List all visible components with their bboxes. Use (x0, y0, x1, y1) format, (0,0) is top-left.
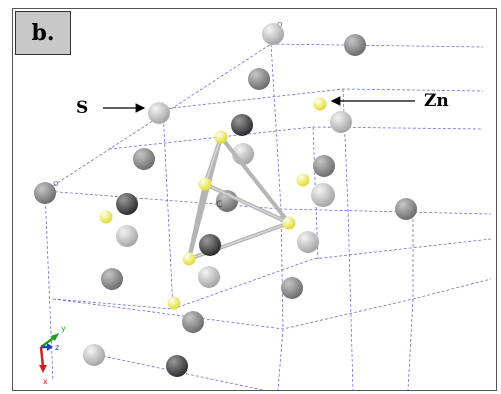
axis-label-x: x (43, 377, 48, 386)
zinc-atom (214, 130, 228, 144)
cell-edge (52, 278, 492, 330)
sulfur-atom (148, 102, 170, 124)
sulfur-atom (313, 155, 335, 177)
sulfur-atom (344, 34, 366, 56)
bond (219, 135, 291, 225)
sulfur-atom (330, 111, 352, 133)
cell-edge (277, 208, 284, 390)
sulfur-atom (231, 114, 253, 136)
cell-edge (342, 88, 354, 390)
sulfur-atom (281, 277, 303, 299)
cell-edge (270, 43, 282, 210)
crystal-structure-diagram: o o C (34, 20, 492, 390)
sulfur-atom (34, 182, 56, 204)
center-atom-label: C (216, 200, 222, 210)
sulfur-annotation-label: S (76, 98, 89, 118)
sulfur-atom (116, 225, 138, 247)
zinc-atom (313, 97, 327, 111)
sulfur-atom (133, 148, 155, 170)
cell-edge (44, 43, 484, 192)
cell-edge (52, 298, 174, 310)
zinc-atom (99, 210, 113, 224)
sulfur-atom (116, 193, 138, 215)
bond (187, 182, 207, 261)
sulfur-atom (166, 355, 188, 377)
zinc-atom (296, 173, 310, 187)
axes-triad: y z x (39, 324, 66, 386)
sulfur-atom (182, 311, 204, 333)
sulfur-atom (83, 344, 105, 366)
figure-frame: o o C (12, 8, 497, 391)
axis-label-z: z (55, 343, 59, 352)
cell-edge (407, 214, 414, 390)
sulfur-atom (199, 234, 221, 256)
zinc-atom (282, 216, 296, 230)
sulfur-atom (101, 268, 123, 290)
sulfur-atom (248, 68, 270, 90)
panel-label: b. (15, 11, 71, 55)
sulfur-atom (297, 231, 319, 253)
sulfur-atom (311, 183, 335, 207)
zinc-atom (198, 177, 212, 191)
cell-edge (44, 190, 54, 382)
cell-origin-label: o (53, 179, 59, 189)
axis-label-y: y (61, 324, 66, 333)
sulfur-atom (198, 266, 220, 288)
zinc-annotation-label: Zn (424, 91, 449, 111)
sulfur-atom (395, 198, 417, 220)
zinc-atom (167, 296, 181, 310)
sulfur-atom (262, 23, 284, 45)
cell-origin-label: o (277, 20, 283, 30)
cell-edge (162, 108, 174, 310)
zinc-atom (182, 252, 196, 266)
